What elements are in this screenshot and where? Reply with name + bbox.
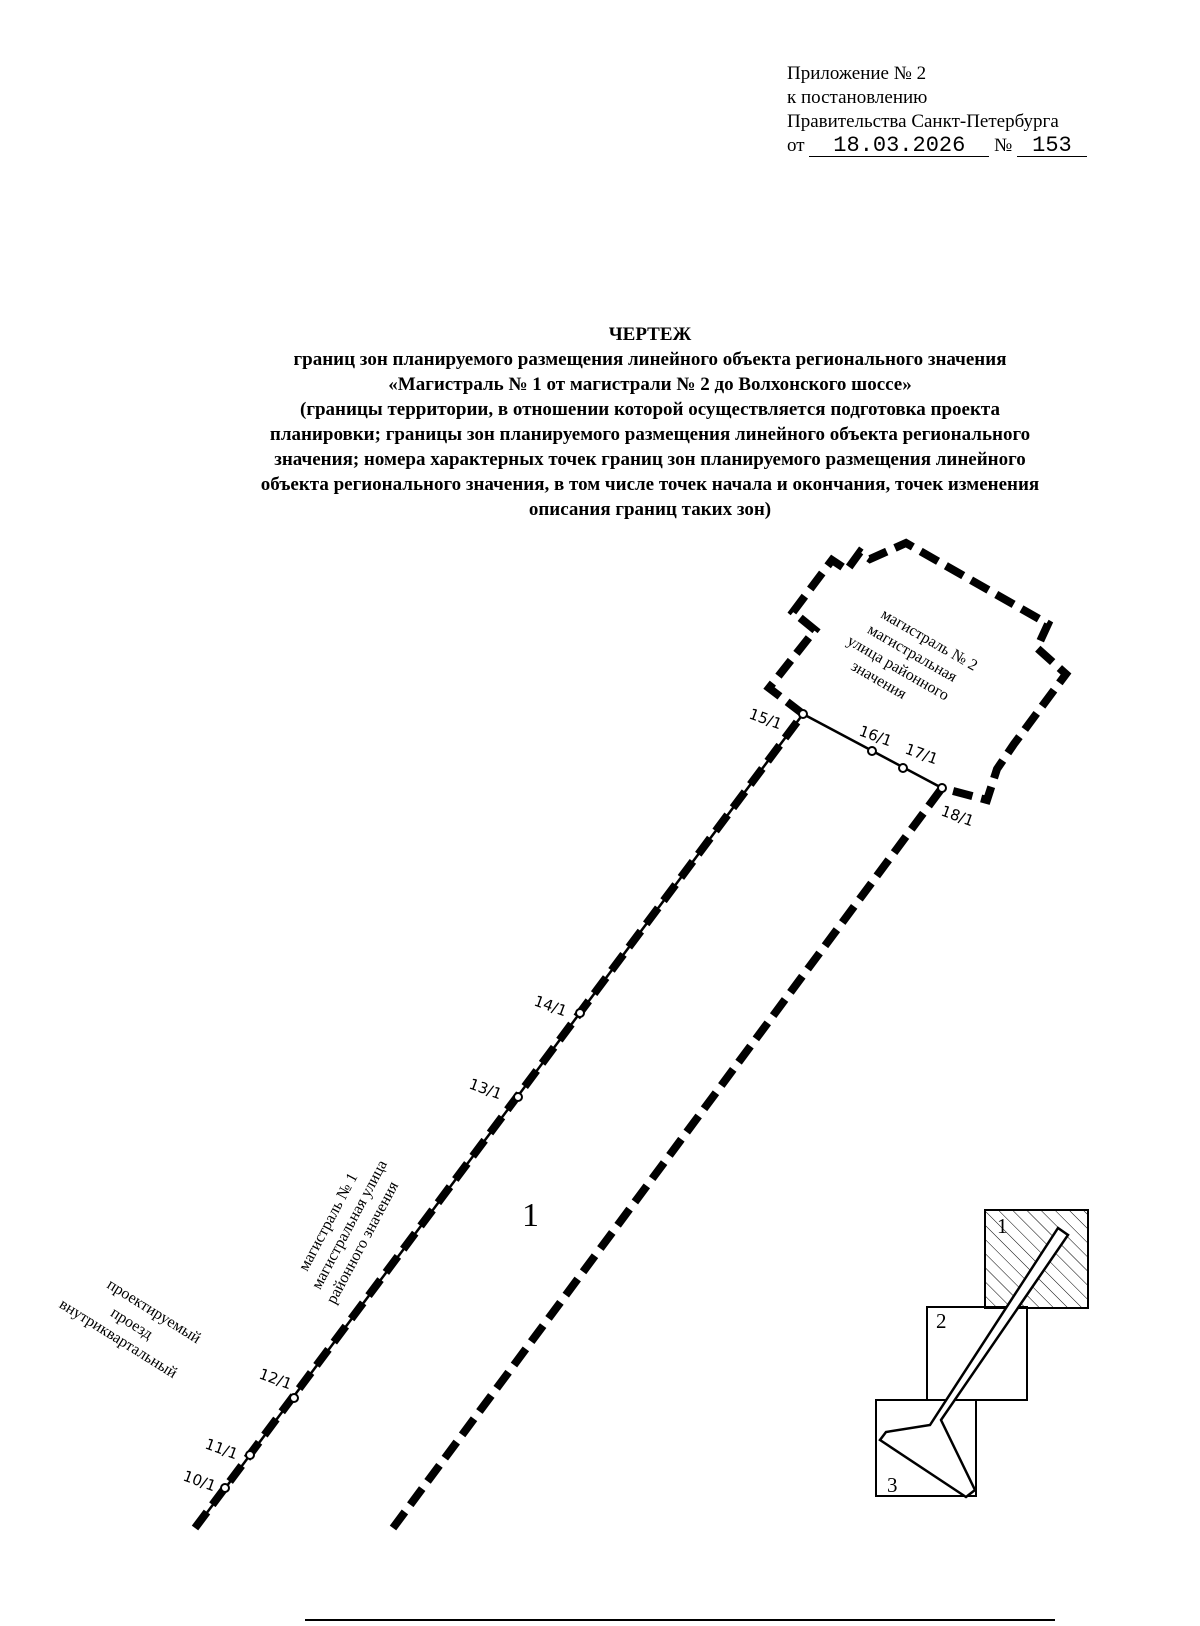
boundary-magistral-2-outline [763,538,1072,805]
point-marker-13-1 [513,1092,523,1102]
point-marker-18-1 [937,783,947,793]
date-prefix: от [787,135,805,156]
title-line-6: объекта регионального значения, в том чи… [260,474,1040,495]
key-map-number-1: 1 [997,1214,1008,1238]
zone-left-line [198,713,805,1523]
point-label-14-1: 14/1 [532,992,570,1020]
point-label-10-1: 10/1 [181,1467,219,1495]
zone-boundary [198,712,943,1523]
street-label-magistral-1: магистраль № 1 магистральная улица район… [296,1157,403,1306]
point-label-18-1: 18/1 [939,802,977,830]
key-map-sheet-1-fill [984,1209,1089,1309]
street-label-proezd: проектируемый проезд внутриквартальный [56,1276,204,1382]
government-name: Правительства Санкт-Петербурга [787,111,1059,132]
point-marker-16-1 [867,746,877,756]
number-prefix: № [994,135,1013,156]
point-label-11-1: 11/1 [203,1435,241,1463]
title-line-2: «Магистраль № 1 от магистрали № 2 до Вол… [388,374,912,395]
point-label-15-1: 15/1 [747,705,785,733]
point-label-13-1: 13/1 [467,1075,505,1103]
appendix-number: Приложение № 2 [787,63,927,84]
point-label-12-1: 12/1 [257,1365,295,1393]
date-number-line: от 18.03.2026 № 153 [787,134,1117,158]
document-title: ЧЕРТЕЖ границ зон планируемого размещени… [150,322,1150,522]
title-line-7: описания границ таких зон) [528,499,772,520]
point-marker-10-1 [220,1483,230,1493]
key-map-number-3: 3 [887,1473,898,1497]
key-map-road-outline [878,1226,1070,1499]
title-line-5: значения; номера характерных точек грани… [274,449,1026,470]
key-map: 1 2 3 [875,1209,1089,1499]
resolution-number: 153 [1016,135,1087,157]
appendix-header: Приложение № 2 к постановлению Правитель… [787,62,1117,158]
boundary-points [220,709,947,1493]
point-label-17-1: 17/1 [903,740,941,768]
resolution-ref: к постановлению [787,87,928,108]
title-line-3: (границы территории, в отношении которой… [300,399,1000,420]
point-marker-15-1 [798,709,808,719]
title-heading: ЧЕРТЕЖ [608,324,692,345]
point-marker-12-1 [289,1393,299,1403]
title-line-1: границ зон планируемого размещения линей… [293,349,1007,370]
point-marker-11-1 [245,1450,255,1460]
title-line-4: планировки; границы зон планируемого раз… [269,424,1031,445]
boundary-right-line [389,785,946,1531]
key-map-number-2: 2 [936,1309,947,1333]
resolution-date: 18.03.2026 [809,135,990,157]
point-marker-14-1 [575,1008,585,1018]
street-label-magistral-2: магистраль № 2 магистральная улица район… [844,606,980,705]
zone-number: 1 [522,1197,539,1234]
point-marker-17-1 [898,763,908,773]
